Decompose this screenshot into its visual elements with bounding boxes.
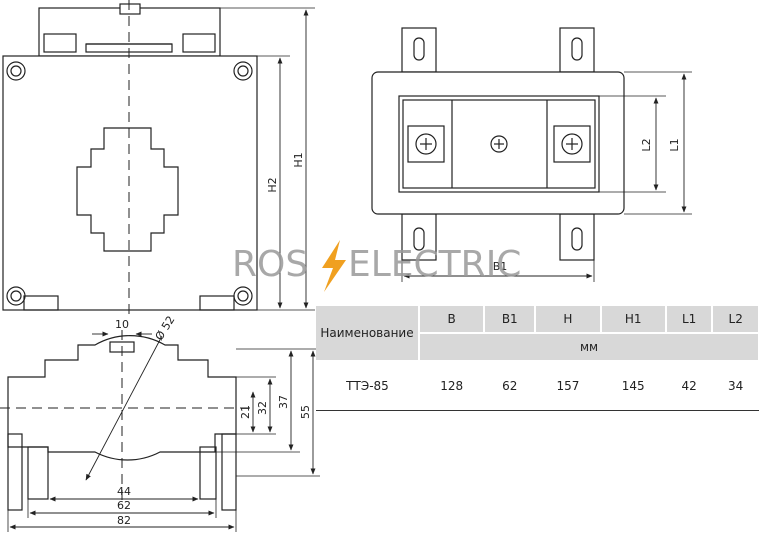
- dim-10-label: 10: [115, 318, 129, 331]
- dim-82-label: 82: [117, 514, 131, 527]
- specification-table: Наименование B B1 H H1 L1 L2 мм ТТЭ-85 1…: [316, 306, 760, 411]
- value-l1: 42: [665, 361, 713, 411]
- col-header-b: B: [419, 306, 486, 334]
- table-row: ТТЭ-85 128 62 157 145 42 34: [316, 361, 759, 411]
- dim-l2-label: L2: [640, 138, 653, 151]
- col-header-h1: H1: [600, 306, 667, 334]
- lightning-bolt-icon: [322, 240, 346, 292]
- col-header-b1: B1: [484, 306, 537, 334]
- front-view: [2, 0, 315, 316]
- col-header-l2: L2: [712, 306, 760, 334]
- side-view: [371, 27, 692, 282]
- watermark-text-left: ROS: [232, 244, 308, 285]
- dim-diameter-52-label: Ø 52: [153, 314, 178, 343]
- value-h: 157: [535, 361, 601, 411]
- dim-b1-label: B1: [493, 260, 508, 273]
- unit-cell: мм: [419, 333, 760, 362]
- dim-l1-label: L1: [668, 138, 681, 151]
- header-name-cell: Наименование: [316, 306, 420, 362]
- value-l2: 34: [712, 361, 759, 411]
- dim-44-label: 44: [117, 485, 131, 498]
- dim-37-label: 37: [277, 395, 290, 409]
- table-header-row: Наименование B B1 H H1 L1 L2: [316, 306, 760, 362]
- bottom-view: [0, 330, 320, 532]
- row-name-cell: ТТЭ-85: [316, 361, 419, 411]
- watermark-logo: ROS ELECTRIC: [232, 240, 521, 292]
- dim-21-label: 21: [239, 405, 252, 419]
- dim-32-label: 32: [256, 401, 269, 415]
- dim-55-label: 55: [299, 405, 312, 419]
- dim-h1-label: H1: [292, 152, 305, 167]
- value-b: 128: [419, 361, 485, 411]
- dim-h2-label: H2: [266, 177, 279, 192]
- value-h1: 145: [600, 361, 666, 411]
- table-unit-row: мм: [316, 333, 760, 362]
- watermark-text-right: ELECTRIC: [348, 244, 521, 285]
- dim-62-label: 62: [117, 499, 131, 512]
- col-header-h: H: [535, 306, 602, 334]
- value-b1: 62: [484, 361, 536, 411]
- col-header-l1: L1: [665, 306, 714, 334]
